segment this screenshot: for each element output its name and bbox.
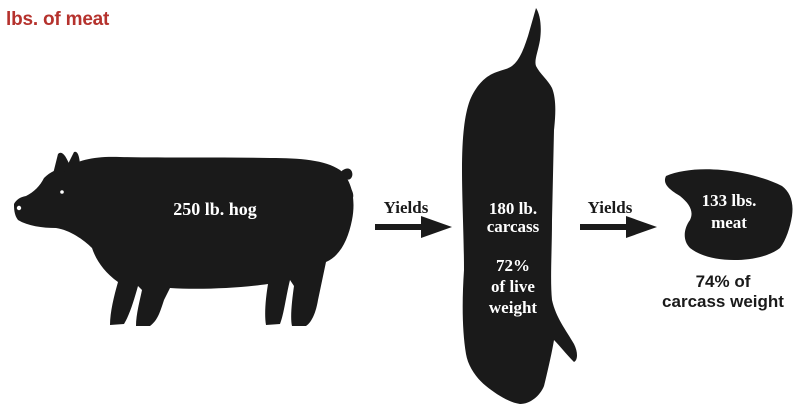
arrow-right-icon xyxy=(375,216,452,238)
carcass-pct-line2: of live xyxy=(491,277,535,296)
carcass-pct-line1: 72% xyxy=(496,256,530,275)
meat-weight-line1: 133 lbs. xyxy=(702,191,757,210)
meat-pct-line2: carcass weight xyxy=(662,292,784,311)
pig-eye xyxy=(60,190,64,194)
hog-label: 250 lb. hog xyxy=(173,199,257,219)
carcass-weight-line1: 180 lb. xyxy=(489,199,537,218)
meat-weight-line2: meat xyxy=(711,213,747,232)
yields-label-2: Yields xyxy=(588,198,633,217)
meat-pct-line1: 74% of xyxy=(696,272,751,291)
pig-silhouette xyxy=(14,152,354,326)
carcass-pct-line3: weight xyxy=(489,298,538,317)
yields-label-1: Yields xyxy=(384,198,429,217)
arrow-right-icon xyxy=(580,216,657,238)
carcass-weight-line2: carcass xyxy=(487,217,540,236)
pig-nostril xyxy=(17,206,21,210)
